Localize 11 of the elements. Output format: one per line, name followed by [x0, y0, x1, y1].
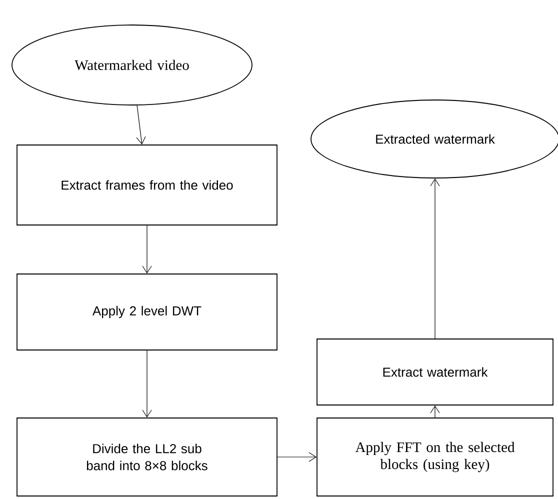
process-box: Apply 2 level DWT — [16, 274, 278, 350]
arrow — [136, 105, 146, 145]
arrow — [142, 225, 152, 274]
process-box: Extract frames from the video — [16, 144, 278, 226]
process-box: Apply FFT on the selected blocks (using key) — [316, 418, 554, 496]
arrow — [430, 178, 440, 339]
process-box: Divide the LL2 sub band into 8×8 blocks — [16, 418, 278, 496]
arrow — [430, 405, 440, 418]
process-box: Extract watermark — [316, 338, 554, 406]
arrow — [142, 350, 152, 418]
arrow — [277, 452, 317, 462]
